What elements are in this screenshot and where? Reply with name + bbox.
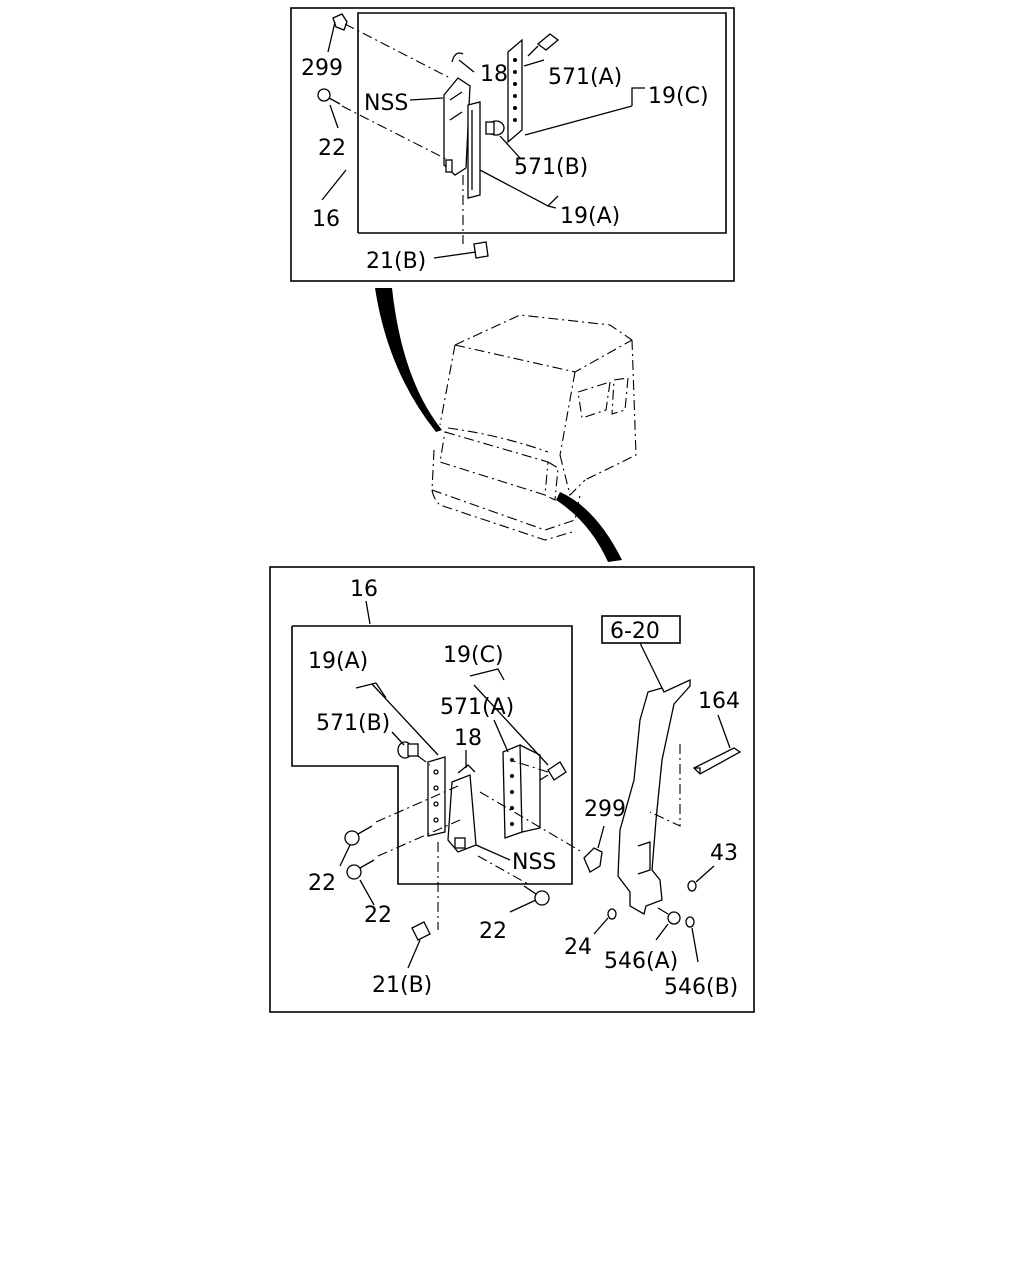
top-detail-view <box>290 7 735 282</box>
lamp-nss-bottom <box>447 774 477 853</box>
label-22-a: 22 <box>308 871 336 896</box>
label-6-20-ref: 6-20 <box>610 619 660 644</box>
label-19c-top: 19(C) <box>648 84 709 109</box>
clip-21b-bottom <box>411 921 431 941</box>
bottom-inner-frame <box>291 625 573 885</box>
label-19c-bottom: 19(C) <box>443 643 504 668</box>
label-19a-bottom: 19(A) <box>308 649 368 674</box>
pointer-top <box>375 288 442 432</box>
label-22-top: 22 <box>318 136 346 161</box>
ring-43 <box>687 880 697 892</box>
strip-19a-bottom <box>427 756 446 837</box>
bottom-outer-frame <box>269 566 755 1013</box>
label-18-top: 18 <box>480 62 508 87</box>
screw-546a <box>667 911 681 925</box>
top-inner-frame <box>357 12 727 234</box>
screw-22-c <box>534 890 550 906</box>
label-22-b: 22 <box>364 903 392 928</box>
clip-21b <box>473 241 489 259</box>
label-546b: 546(B) <box>664 975 738 1000</box>
label-571b-top: 571(B) <box>514 155 588 180</box>
screw-571a-bottom <box>547 761 567 781</box>
ring-546b <box>685 916 695 928</box>
label-571a-top: 571(A) <box>548 65 622 90</box>
pointer-bottom <box>556 492 622 562</box>
label-22-c: 22 <box>479 919 507 944</box>
label-16-bottom: 16 <box>350 577 378 602</box>
label-571a-bottom: 571(A) <box>440 695 514 720</box>
truck-cab-illustration <box>375 288 637 562</box>
label-18-bottom: 18 <box>454 726 482 751</box>
ring-24 <box>607 908 617 920</box>
label-21b-bottom: 21(B) <box>372 973 432 998</box>
label-19a-top: 19(A) <box>560 204 620 229</box>
bar-164 <box>692 747 742 775</box>
bracket-19c <box>507 38 523 144</box>
label-24: 24 <box>564 935 592 960</box>
clip-299 <box>332 13 348 31</box>
spring-18-bottom <box>457 764 476 774</box>
label-164: 164 <box>698 689 740 714</box>
label-nss-top: NSS <box>364 91 408 116</box>
cap-299-bottom <box>583 847 603 873</box>
strip-19a <box>467 101 481 199</box>
bottom-detail-view <box>269 566 755 1013</box>
label-nss-bottom: NSS <box>512 850 556 875</box>
label-43: 43 <box>710 841 738 866</box>
label-546a: 546(A) <box>604 949 678 974</box>
label-16-top: 16 <box>312 207 340 232</box>
screw-22-b <box>346 864 362 880</box>
pillar-6-20 <box>617 678 691 915</box>
screw-22-a <box>344 830 360 846</box>
top-outer-frame <box>290 7 735 282</box>
screw-22 <box>317 88 331 102</box>
label-299-bottom: 299 <box>584 797 626 822</box>
spring-18 <box>451 52 464 63</box>
label-571b-bottom: 571(B) <box>316 711 390 736</box>
screw-571a <box>536 33 560 51</box>
label-299-top: 299 <box>301 56 343 81</box>
label-21b-top: 21(B) <box>366 249 426 274</box>
ref-box-6-20 <box>601 615 681 644</box>
lamp-nss <box>443 77 471 176</box>
